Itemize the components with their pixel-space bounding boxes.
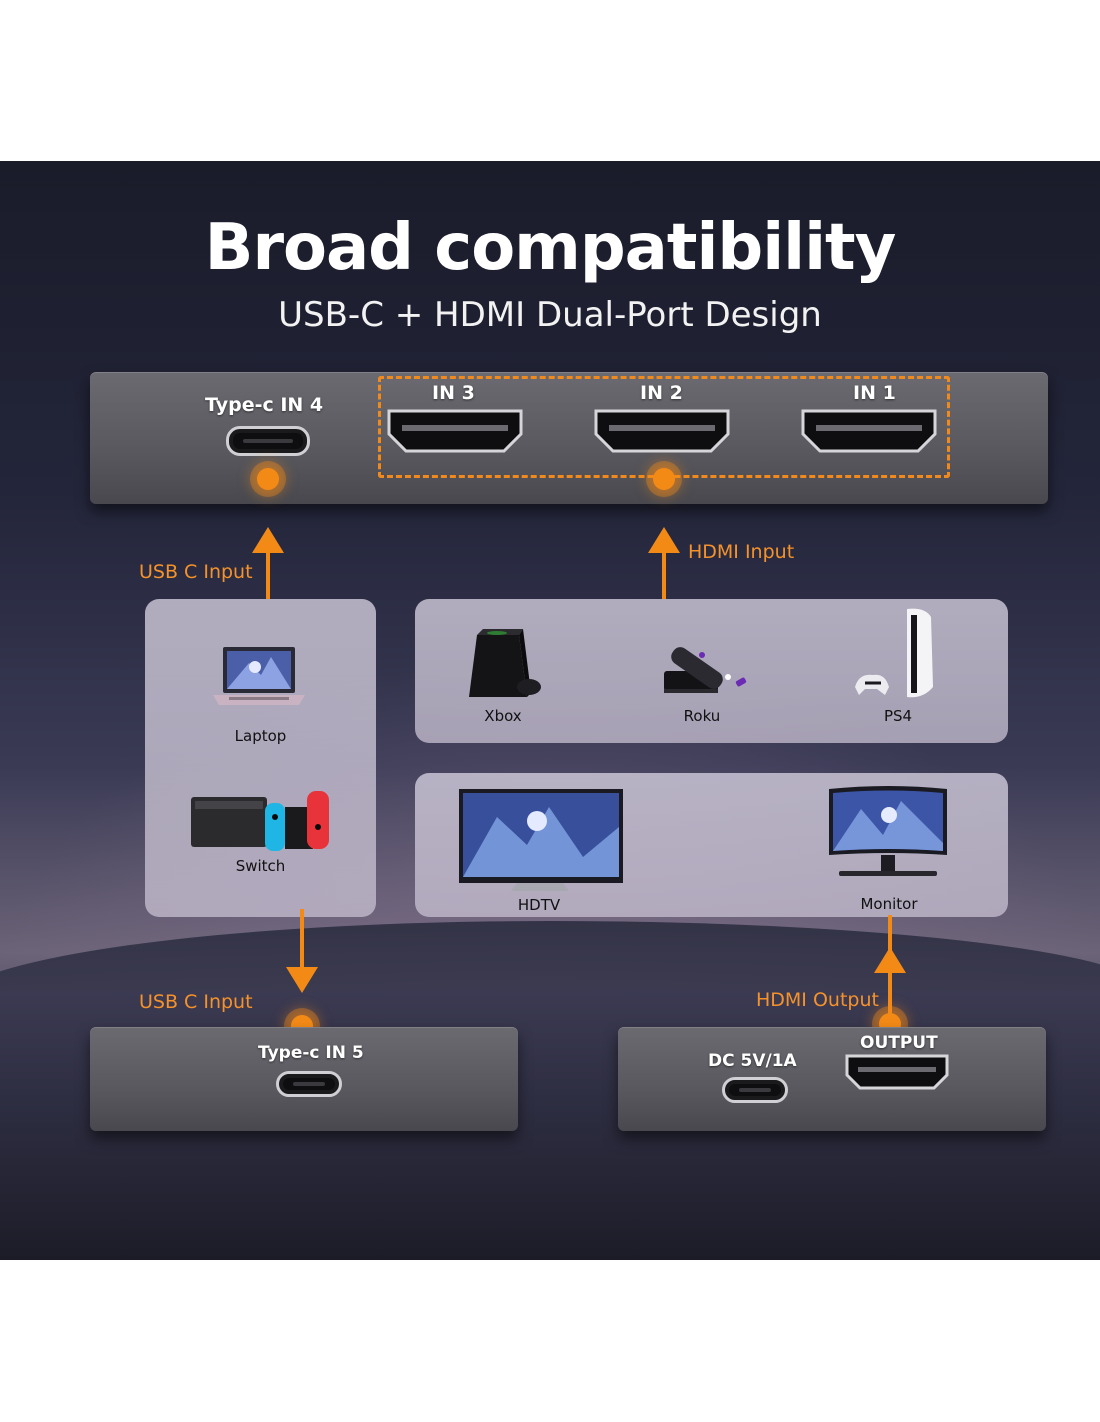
port-label-in1: IN 1 <box>853 382 896 404</box>
connector-dot-hdmi-in <box>653 468 675 490</box>
device-label-hdtv: HDTV <box>517 896 561 914</box>
device-label-roku: Roku <box>683 707 721 725</box>
flow-label-usbc-input-bottom: USB C Input <box>139 991 253 1013</box>
port-label-in3: IN 3 <box>432 382 475 404</box>
dc-power-port <box>722 1077 788 1103</box>
device-label-switch: Switch <box>235 857 286 875</box>
page-title: Broad compatibility <box>204 211 897 285</box>
device-label-monitor: Monitor <box>860 895 918 913</box>
port-label-in2: IN 2 <box>640 382 683 404</box>
flow-label-hdmi-input: HDMI Input <box>688 541 795 563</box>
switch-device-bottom-left: Type-c IN 5 <box>90 1027 518 1131</box>
game-console-switch-icon <box>191 791 329 851</box>
hdmi-output-port <box>845 1054 949 1090</box>
infographic-stage: Broad compatibility USB-C + HDMI Dual-Po… <box>0 161 1100 1260</box>
connector-dot-typec-in4 <box>257 468 279 490</box>
port-label-typec-in5: Type-c IN 5 <box>258 1043 364 1063</box>
connector-line-usbc-bottom <box>300 909 304 969</box>
xbox-console-icon <box>469 629 541 697</box>
displays-panel: HDTV Monitor <box>415 773 1008 917</box>
monitor-icon <box>829 786 947 876</box>
device-label-xbox: Xbox <box>484 707 522 725</box>
hdmi-sources-panel: Xbox Roku PS4 <box>415 599 1008 743</box>
roku-streamer-icon <box>664 647 747 693</box>
flow-label-usbc-input-top: USB C Input <box>139 561 253 583</box>
arrow-down-usbc <box>286 967 318 993</box>
switch-device-bottom-right: DC 5V/1A OUTPUT <box>618 1027 1046 1131</box>
port-label-dc-power: DC 5V/1A <box>708 1051 797 1071</box>
typec-port-in5 <box>276 1071 342 1097</box>
playstation-console-icon <box>855 608 933 698</box>
arrow-up-usbc <box>252 527 284 553</box>
usbc-sources-panel: Laptop Switch <box>145 599 376 917</box>
switch-device-top: Type-c IN 4 IN 3 IN 2 IN 1 <box>90 372 1048 504</box>
connector-line-hdmi-input <box>662 551 666 599</box>
device-label-ps4: PS4 <box>883 707 913 725</box>
hdmi-port-in1 <box>801 409 937 453</box>
arrow-up-hdmi <box>648 527 680 553</box>
connector-line-usbc-top <box>266 551 270 599</box>
port-label-output: OUTPUT <box>860 1033 938 1053</box>
flow-label-hdmi-output: HDMI Output <box>756 989 879 1011</box>
arrow-up-hdmi-output <box>874 947 906 973</box>
tv-icon <box>459 789 623 891</box>
hdmi-port-in2 <box>594 409 730 453</box>
laptop-icon <box>213 647 305 705</box>
hdmi-port-in3 <box>387 409 523 453</box>
device-label-laptop: Laptop <box>234 727 287 745</box>
port-label-typec-in4: Type-c IN 4 <box>205 394 324 416</box>
page-subtitle: USB-C + HDMI Dual-Port Design <box>278 295 822 335</box>
typec-port-in4 <box>226 426 310 456</box>
